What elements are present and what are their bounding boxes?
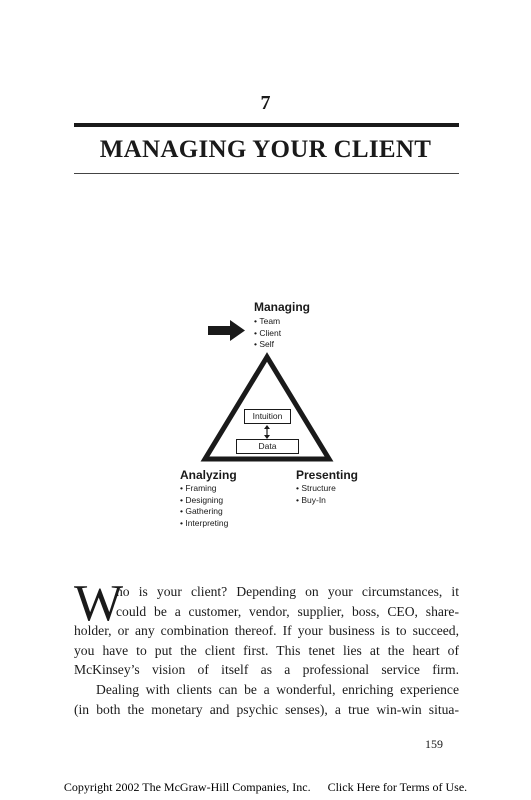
managing-item: Client [254, 328, 281, 340]
body-line: Dealing with clients can be a wonderful,… [96, 682, 459, 697]
analyzing-item: Designing [180, 495, 228, 507]
analyzing-list: FramingDesigningGatheringInterpreting [180, 483, 228, 529]
analyzing-heading: Analyzing [180, 468, 237, 482]
presenting-item: Structure [296, 483, 336, 495]
body-line: could be a customer, vendor, supplier, b… [116, 603, 459, 619]
presenting-item: Buy-In [296, 495, 336, 507]
body-line: you have to put the client first. This t… [74, 642, 459, 658]
body-line: holder, or any combination thereof. If y… [74, 623, 459, 638]
chapter-title: MANAGING YOUR CLIENT [99, 136, 432, 163]
double-arrow-icon [264, 425, 270, 439]
analyzing-item: Interpreting [180, 518, 228, 530]
managing-item: Self [254, 339, 281, 351]
chapter-number: 7 [260, 92, 271, 114]
presenting-list: StructureBuy-In [296, 483, 336, 506]
footer: Copyright 2002 The McGraw-Hill Companies… [0, 780, 531, 795]
body-line: McKinsey’s vision of itself as a profess… [74, 662, 459, 677]
managing-list: TeamClientSelf [254, 316, 281, 351]
terms-link[interactable]: Click Here for Terms of Use. [327, 780, 468, 794]
analyzing-item: Framing [180, 483, 228, 495]
data-box: Data [236, 439, 299, 454]
drop-cap: W [74, 575, 124, 632]
analyzing-item: Gathering [180, 506, 228, 518]
body-line: ho is your client? Depending on your cir… [116, 584, 459, 599]
copyright-text: Copyright 2002 The McGraw-Hill Companies… [63, 780, 311, 794]
presenting-heading: Presenting [296, 468, 359, 482]
managing-item: Team [254, 316, 281, 328]
page-number: 159 [425, 737, 443, 751]
managing-heading: Managing [254, 300, 310, 314]
body-line: (in both the monetary and psychic senses… [74, 701, 459, 717]
title-rule-top [74, 123, 459, 127]
triangle-shape [200, 352, 334, 462]
arrow-icon [208, 320, 245, 341]
title-rule-bottom [74, 173, 459, 174]
intuition-box: Intuition [244, 409, 291, 424]
